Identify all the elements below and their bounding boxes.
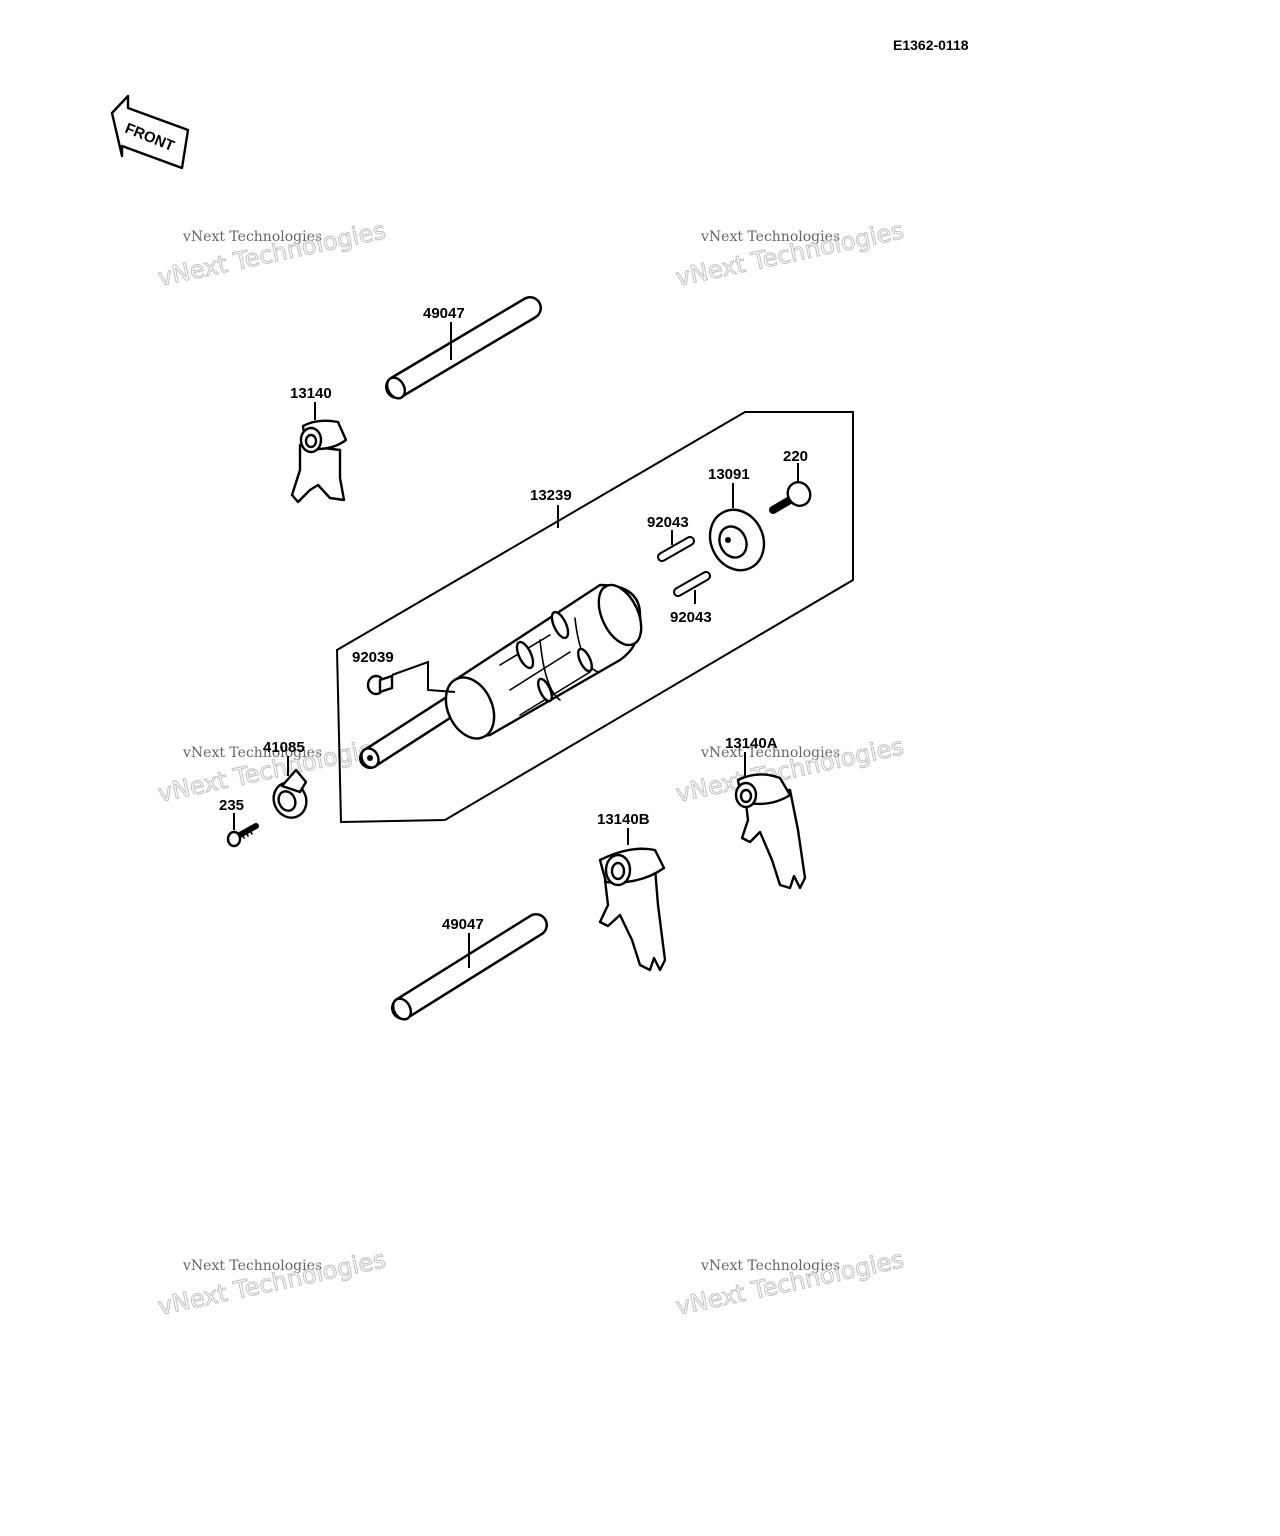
label-drum: 13239 [530,487,572,504]
svg-text:vNext Technologies: vNext Technologies [700,229,840,245]
svg-text:vNext Technologies: vNext Technologies [700,745,840,761]
shift-fork-b [598,847,667,972]
watermark-top-left: vNext Technologies vNext Technologies [155,216,389,293]
assembly-boundary [335,411,854,824]
svg-text:vNext Technologies: vNext Technologies [155,216,388,292]
bolt [769,481,812,514]
pin-lower [673,571,711,597]
label-screw: 235 [219,797,244,814]
label-fork-a: 13140A [725,735,778,752]
stopper [272,768,308,819]
svg-text:vNext Technologies: vNext Technologies [700,1258,840,1274]
svg-text:vNext Technologies: vNext Technologies [673,216,906,292]
svg-text:vNext Technologies: vNext Technologies [673,1245,906,1321]
label-stopper: 41085 [263,739,305,756]
watermark-top-right: vNext Technologies vNext Technologies [673,216,907,293]
diagram-code: E1362-0118 [893,37,969,53]
label-fork-b: 13140B [597,811,650,828]
shift-rod-bottom [391,913,548,1021]
screw [226,823,259,848]
svg-text:vNext Technologies: vNext Technologies [155,1245,388,1321]
watermark-bottom-left: vNext Technologies vNext Technologies [155,1245,389,1322]
label-shaft-top: 49047 [423,305,465,322]
pin-small [366,674,394,696]
shift-fork-a [734,773,807,890]
label-fork-top: 13140 [290,385,332,402]
shift-rod-top [385,296,542,400]
label-pin-small: 92039 [352,649,394,666]
label-holder: 13091 [708,466,750,483]
svg-text:vNext Technologies: vNext Technologies [182,1258,322,1274]
label-pin-upper: 92043 [647,514,689,531]
drum-holder [708,508,766,572]
front-arrow-icon: FRONT [110,94,190,170]
shift-fork-top [290,419,348,504]
shift-drum [359,583,643,769]
label-pin-lower: 92043 [670,609,712,626]
watermark-bottom-right: vNext Technologies vNext Technologies [673,1245,907,1322]
pin-upper [657,536,695,562]
label-bolt: 220 [783,448,808,465]
label-shaft-bottom: 49047 [442,916,484,933]
svg-text:vNext Technologies: vNext Technologies [182,229,322,245]
